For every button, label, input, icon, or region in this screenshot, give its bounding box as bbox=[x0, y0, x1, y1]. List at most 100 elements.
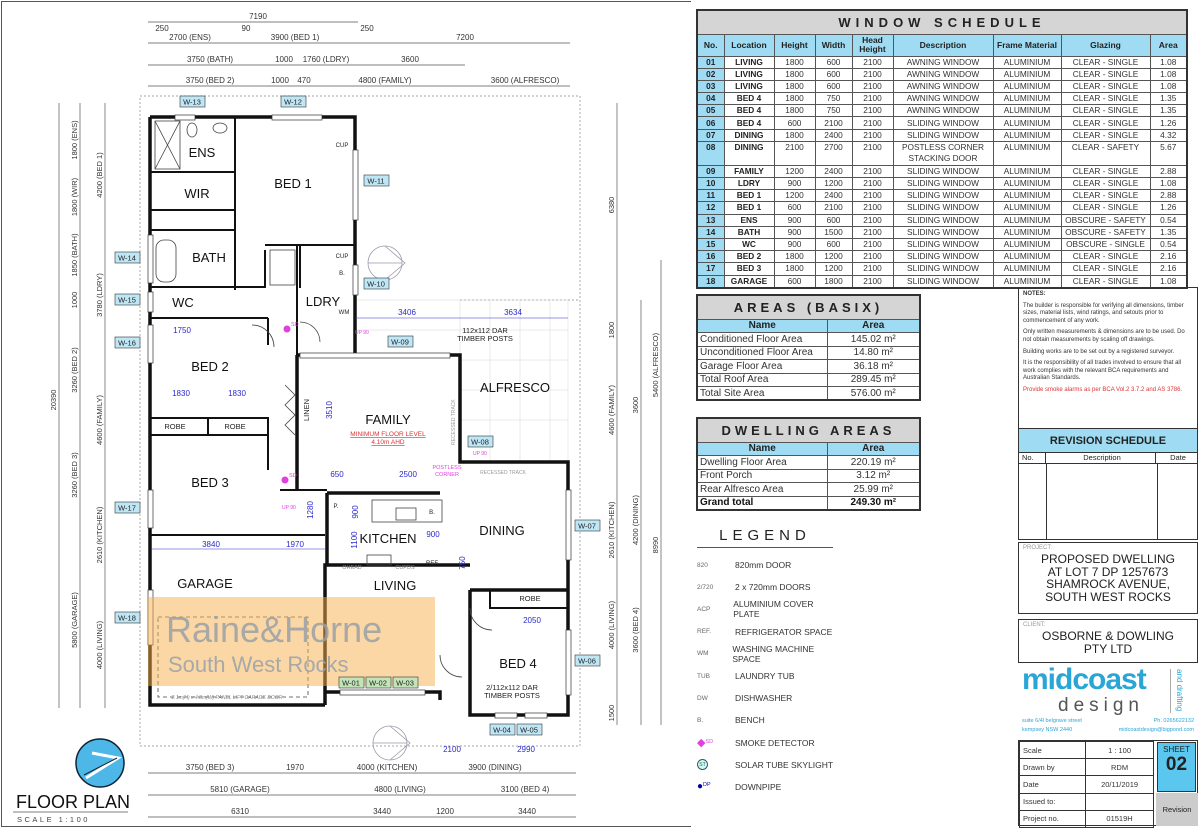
svg-text:250: 250 bbox=[155, 24, 169, 33]
table-cell: CLEAR - SINGLE bbox=[1060, 189, 1151, 203]
notes-title: NOTES: bbox=[1023, 291, 1046, 297]
table-cell: 1500 bbox=[814, 225, 853, 239]
svg-text:6310: 6310 bbox=[231, 807, 249, 816]
table-cell: 5.67 bbox=[1149, 140, 1188, 166]
legend-label: 2 x 720mm DOORS bbox=[735, 582, 811, 593]
table-cell: 2100 bbox=[814, 201, 853, 215]
svg-text:3600 (BED 4): 3600 (BED 4) bbox=[631, 607, 640, 653]
table-cell: 2100 bbox=[814, 116, 853, 130]
table-cell: 0.54 bbox=[1149, 213, 1188, 227]
legend-label: ALUMINIUM COVER PLATE bbox=[733, 599, 814, 620]
table-cell: 2100 bbox=[851, 67, 894, 81]
room-label-bed4: BED 4 bbox=[499, 656, 537, 671]
table-cell: 12 bbox=[696, 201, 725, 215]
table-cell: AWNING WINDOW bbox=[892, 55, 994, 69]
svg-text:90: 90 bbox=[242, 24, 251, 33]
table-cell: BATH bbox=[723, 225, 775, 239]
revision-schedule-title: REVISION SCHEDULE bbox=[1019, 429, 1197, 453]
table-cell: 1800 bbox=[773, 104, 816, 118]
svg-text:1800 (ENS): 1800 (ENS) bbox=[70, 120, 79, 160]
legend-code: WM bbox=[697, 650, 709, 658]
note: Only written measurements & dimensions a… bbox=[1023, 329, 1185, 343]
title-block-value: 01519H bbox=[1085, 809, 1154, 828]
table-cell: ALUMINIUM bbox=[992, 116, 1062, 130]
table-cell: 2100 bbox=[851, 55, 894, 69]
logo-side: and drafting bbox=[1170, 669, 1184, 713]
company-phone: Ph. 0265622132 bbox=[1153, 718, 1194, 724]
table-cell: 07 bbox=[696, 128, 725, 142]
area-value: 220.19 m² bbox=[826, 455, 921, 470]
postless-note: POSTLESS bbox=[432, 465, 461, 471]
table-cell: SLIDING WINDOW bbox=[892, 176, 994, 191]
logo-text: midcoast bbox=[1022, 663, 1147, 696]
area-name: Conditioned Floor Area bbox=[696, 332, 828, 347]
floor-level-note: MINIMUM FLOOR LEVEL bbox=[350, 431, 426, 438]
table-cell: 17 bbox=[696, 262, 725, 276]
legend-label: SMOKE DETECTOR bbox=[735, 737, 815, 748]
drawing-title: FLOOR PLAN bbox=[16, 792, 130, 812]
column-header: Height bbox=[773, 33, 816, 57]
table-cell: CLEAR - SINGLE bbox=[1060, 201, 1151, 215]
internal-walls bbox=[150, 117, 568, 609]
room-label-alfresco: ALFRESCO bbox=[480, 380, 550, 395]
total-label: Grand total bbox=[696, 495, 828, 510]
table-cell: ALUMINIUM bbox=[992, 140, 1062, 166]
revision-schedule: REVISION SCHEDULE No. Description Date bbox=[1018, 428, 1198, 540]
table-cell: GARAGE bbox=[723, 274, 775, 288]
table-cell: ALUMINIUM bbox=[992, 67, 1062, 81]
floor-plan-frame bbox=[1, 1, 691, 827]
room-label-bed3: BED 3 bbox=[191, 475, 229, 490]
svg-text:W-09: W-09 bbox=[391, 338, 409, 347]
title-block-value: 1 : 100 bbox=[1085, 740, 1154, 760]
room-label-linen: LINEN bbox=[302, 399, 311, 421]
svg-text:2050: 2050 bbox=[523, 616, 541, 625]
table-cell: 1800 bbox=[773, 55, 816, 69]
window-tag: W-07 bbox=[574, 519, 601, 532]
svg-text:1000: 1000 bbox=[271, 76, 289, 85]
window-tag: W-13 bbox=[179, 95, 206, 108]
fixture-label: WM bbox=[339, 310, 350, 316]
svg-text:5400 (ALFRESCO): 5400 (ALFRESCO) bbox=[651, 332, 660, 397]
column-header: Glazing bbox=[1060, 33, 1151, 57]
table-cell: CLEAR - SINGLE bbox=[1060, 274, 1151, 288]
svg-text:1800 (WIR): 1800 (WIR) bbox=[70, 177, 79, 216]
svg-text:3600: 3600 bbox=[631, 397, 640, 414]
table-cell: ALUMINIUM bbox=[992, 128, 1062, 142]
svg-text:4000 (KITCHEN): 4000 (KITCHEN) bbox=[357, 763, 418, 772]
table-cell: 1200 bbox=[814, 250, 853, 264]
table-cell: 2700 bbox=[814, 140, 853, 166]
legend-code: 2/720 bbox=[697, 583, 714, 591]
table-cell: 2100 bbox=[851, 92, 894, 106]
cooktop-icon bbox=[366, 554, 392, 566]
svg-text:750: 750 bbox=[458, 556, 467, 570]
title-block-label: Date bbox=[1018, 775, 1087, 794]
smoke-detector-icon: ◆SD bbox=[697, 737, 713, 750]
table-cell: SLIDING WINDOW bbox=[892, 116, 994, 130]
table-cell: 1800 bbox=[773, 262, 816, 276]
room-label-robe: ROBE bbox=[164, 422, 185, 431]
column-header: Description bbox=[1046, 453, 1156, 463]
recessed-track-note: RECESSED TRACK bbox=[480, 470, 526, 476]
table-cell: CLEAR - SINGLE bbox=[1060, 55, 1151, 69]
table-cell: 4.32 bbox=[1149, 128, 1188, 142]
legend-label: LAUNDRY TUB bbox=[735, 671, 795, 682]
title-block-value: RDM bbox=[1085, 758, 1154, 777]
sheet-label: SHEET bbox=[1163, 745, 1190, 754]
drawing-scale: SCALE 1:100 bbox=[17, 815, 90, 824]
area-name: Unconditioned Floor Area bbox=[696, 345, 828, 360]
toilet-icon bbox=[186, 122, 198, 138]
